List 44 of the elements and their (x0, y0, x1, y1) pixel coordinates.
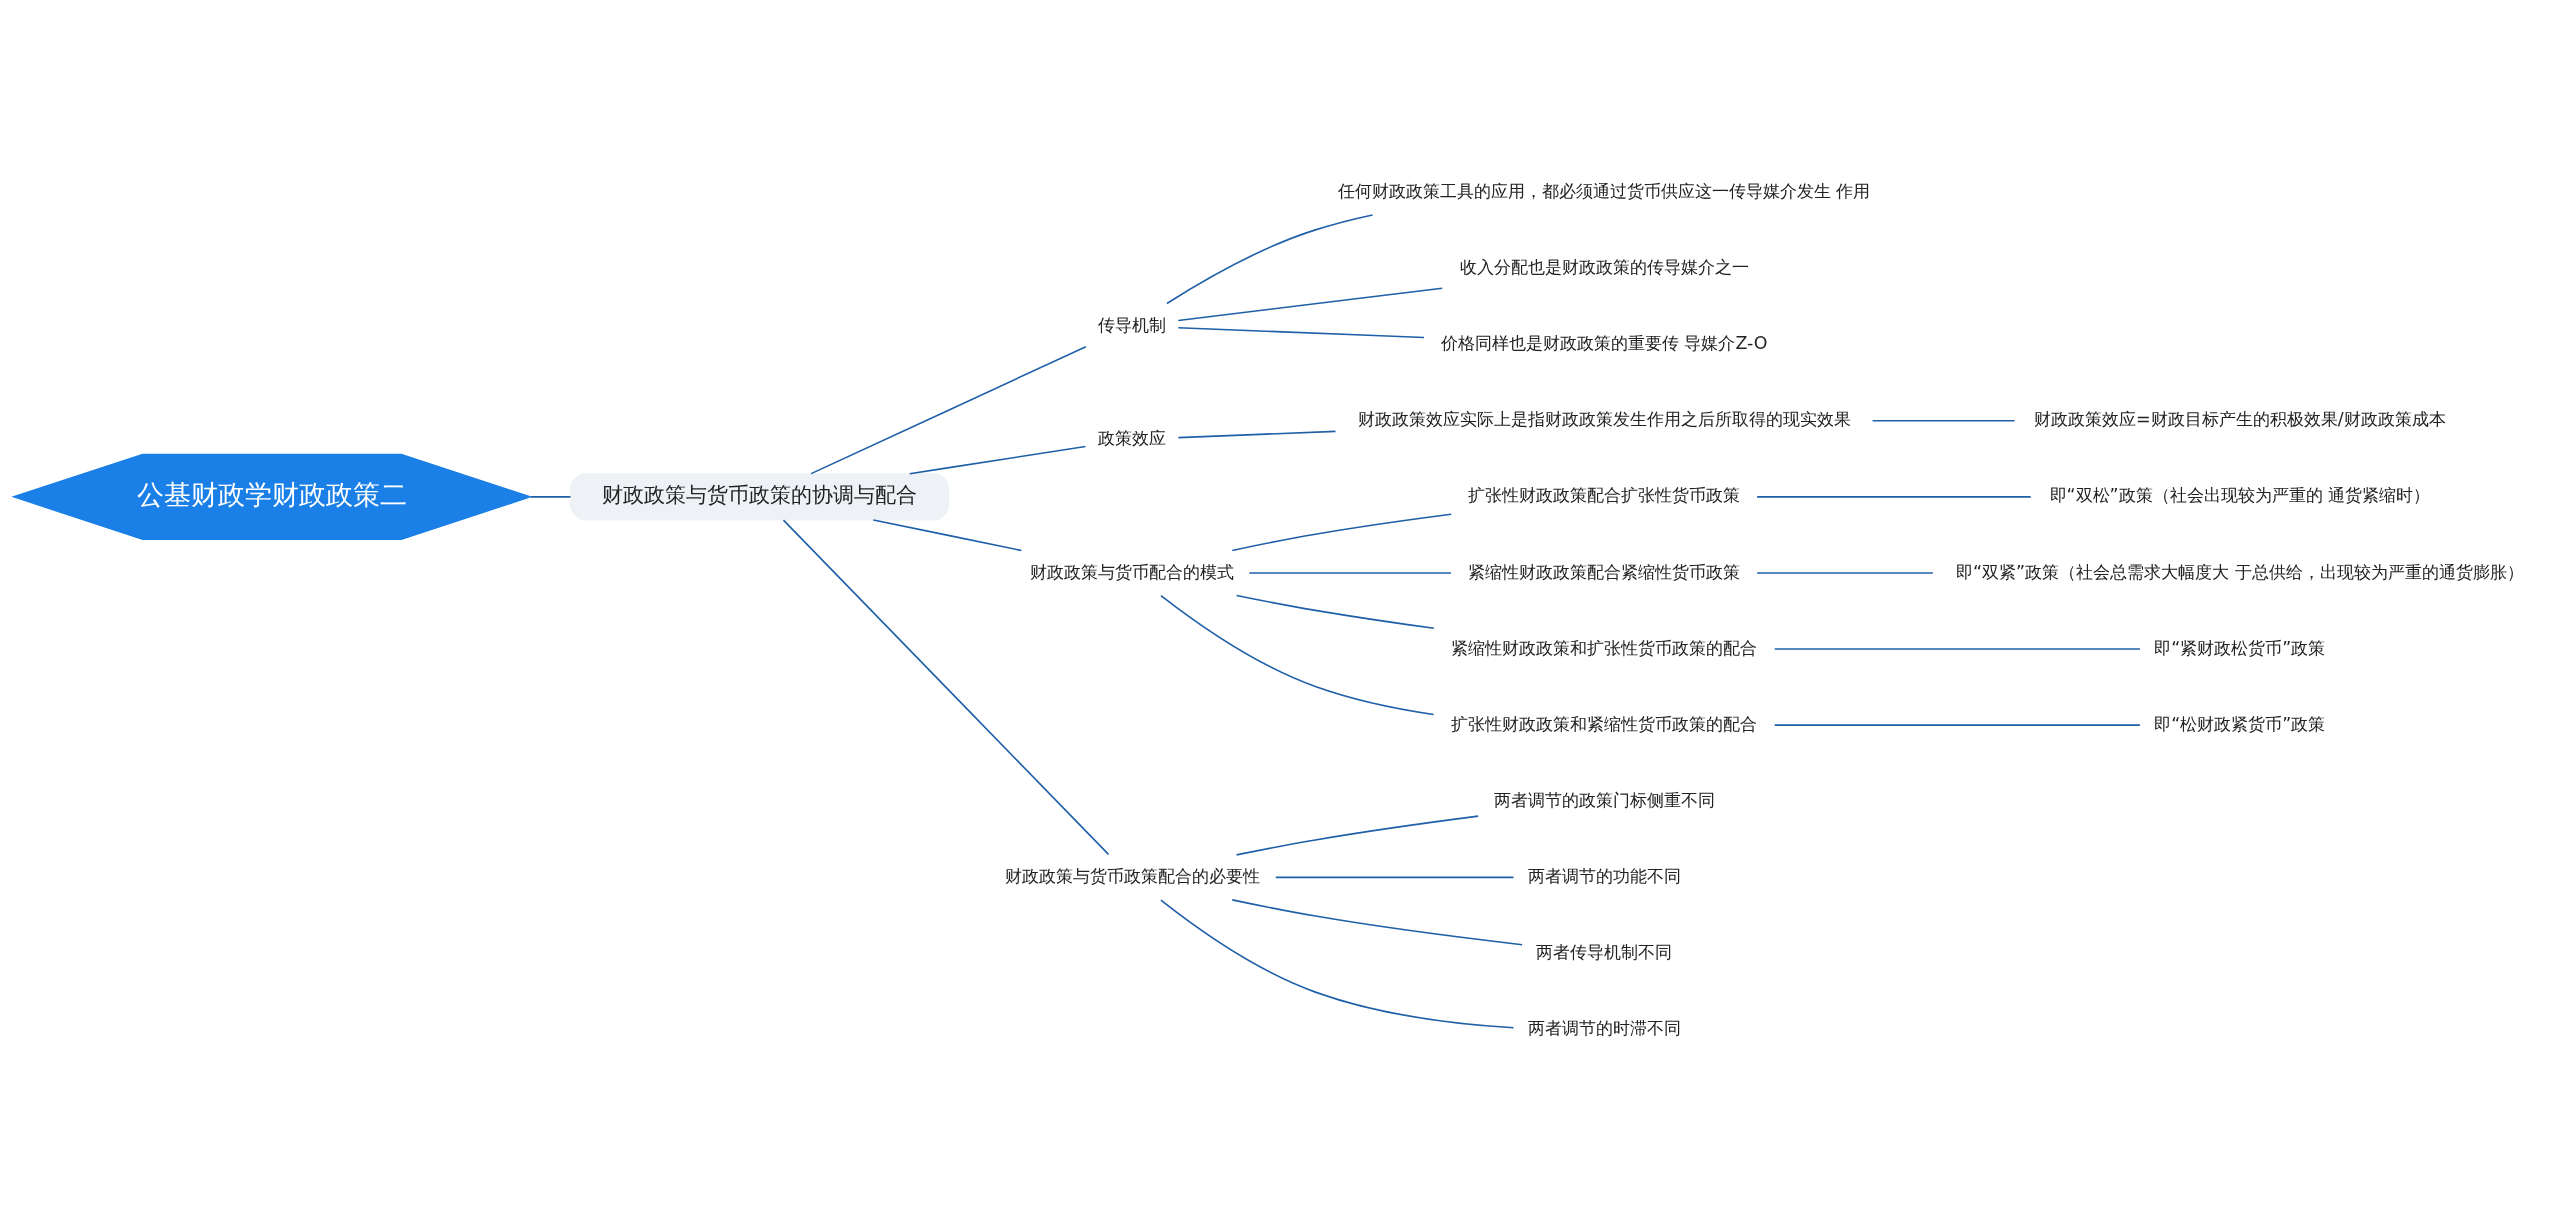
node-text: 价格同样也是财政政策的重要传 导媒介Z-O (1440, 332, 1768, 353)
connector (1160, 898, 1515, 1029)
connector (1871, 419, 2016, 422)
node-text: 扩张性财政政策和紧缩性货币政策的配合 (1451, 713, 1758, 734)
node-text: 收入分配也是财政政策的传导媒介之一 (1459, 256, 1749, 277)
connector (1231, 513, 1452, 551)
connector (1275, 876, 1515, 878)
node-text: 两者调节的政策门标侧重不同 (1493, 789, 1715, 810)
connector (1235, 814, 1479, 856)
node-text: 两者传导机制不同 (1536, 941, 1673, 962)
connector (908, 445, 1087, 475)
connector (872, 518, 1023, 551)
node-text: 两者调节的时滞不同 (1527, 1017, 1681, 1038)
connector (1773, 723, 2141, 726)
connector (1177, 286, 1443, 321)
connector (1773, 647, 2141, 650)
connector (1160, 594, 1435, 715)
node-text: 即“松财政紧货币”政策 (2154, 713, 2326, 734)
connector (782, 518, 1110, 855)
connector (1756, 495, 2032, 498)
connector (810, 345, 1087, 474)
connector (1177, 326, 1425, 338)
connector (1756, 571, 1934, 574)
node-text: 即“双松”政策（社会出现较为严重的 通货紧缩时） (2049, 484, 2431, 505)
node-text: 财政政策效应=财政目标产生的积极效果/财政政策成本 (2034, 408, 2446, 429)
connector (1235, 594, 1435, 629)
connector (1231, 898, 1523, 945)
node-text: 即“紧财政松货币”政策 (2154, 637, 2326, 658)
node-text: 紧缩性财政政策和扩张性货币政策的配合 (1451, 637, 1758, 658)
node-text: 紧缩性财政政策配合紧缩性货币政策 (1468, 561, 1741, 582)
node-text: 财政政策与货币配合的模式 (1030, 561, 1235, 582)
connector (529, 495, 572, 498)
connector (1166, 213, 1374, 304)
node-text: 财政政策效应实际上是指财政政策发生作用之后所取得的现实效果 (1357, 408, 1851, 429)
node-text: 扩张性财政政策配合扩张性货币政策 (1468, 484, 1741, 505)
node-text: 传导机制 (1098, 314, 1167, 335)
node-text: 即“双紧”政策（社会总需求大幅度大 于总供给，出现较为严重的通货膨胀） (1956, 561, 2524, 582)
node-text: 任何财政政策工具的应用，都必须通过货币供应这一传导媒介发生 作用 (1337, 180, 1871, 201)
node-text: 财政政策与货币政策配合的必要性 (1004, 865, 1260, 886)
connector (1248, 571, 1452, 574)
connector (1177, 430, 1337, 438)
node-box: 财政政策与货币政策的协调与配合 (570, 472, 950, 521)
node-text: 政策效应 (1098, 427, 1167, 448)
node-text: 两者调节的功能不同 (1527, 865, 1681, 886)
